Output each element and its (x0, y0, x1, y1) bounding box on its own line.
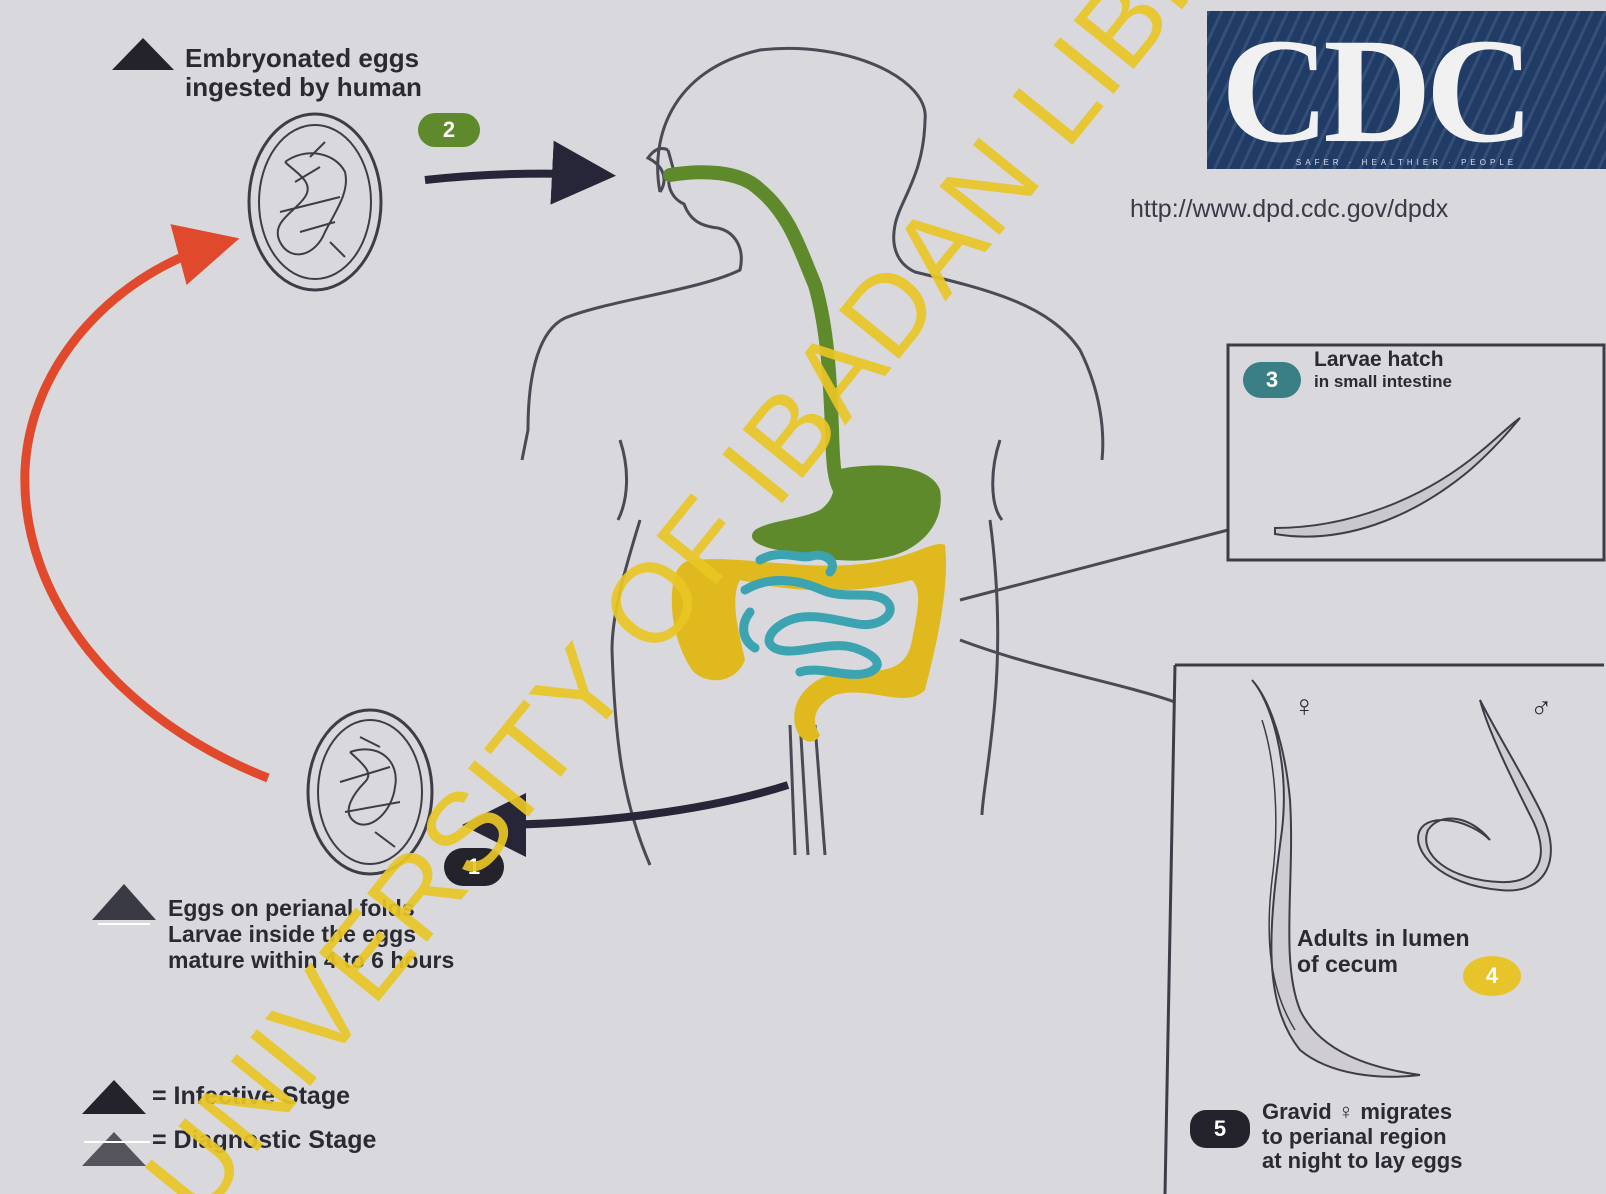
step-2-badge: 2 (418, 113, 480, 147)
step-ingested-line-1: Embryonated eggs (185, 44, 422, 73)
step-gravid-line-2: to perianal region (1262, 1125, 1462, 1150)
infective-stage-marker-top (112, 38, 174, 70)
cdc-tagline: SAFER · HEALTHIER · PEOPLE (1207, 158, 1606, 167)
step-larvae-line-1: Larvae hatch (1314, 348, 1452, 372)
inset-pointer-lines (960, 530, 1228, 702)
step-5-badge: 5 (1190, 1110, 1250, 1148)
step-gravid-line-1: Gravid ♀ migrates (1262, 1100, 1462, 1125)
step-ingested-line-2: ingested by human (185, 73, 422, 102)
ingestion-arrow (425, 174, 600, 180)
step-gravid-label: Gravid ♀ migrates to perianal region at … (1262, 1100, 1462, 1174)
male-symbol: ♂ (1530, 692, 1553, 726)
step-3-badge: 3 (1243, 362, 1301, 398)
step-gravid-line-3: at night to lay eggs (1262, 1149, 1462, 1174)
female-symbol: ♀ (1293, 690, 1316, 724)
cdc-logo: CDC SAFER · HEALTHIER · PEOPLE (1207, 11, 1606, 169)
step-adults-label: Adults in lumen of cecum (1297, 926, 1470, 978)
cdc-url[interactable]: http://www.dpd.cdc.gov/dpdx (1130, 195, 1448, 224)
step-larvae-line-2: in small intestine (1314, 372, 1452, 391)
step-larvae-label: Larvae hatch in small intestine (1314, 348, 1452, 391)
step-adults-line-1: Adults in lumen (1297, 926, 1470, 952)
legend-infective-marker (82, 1080, 146, 1114)
step-adults-line-2: of cecum (1297, 952, 1470, 978)
female-worm-icon (1252, 680, 1420, 1077)
diagnostic-stage-marker-egg (92, 884, 156, 924)
step-4-badge: 4 (1463, 956, 1521, 996)
larva-icon (1275, 418, 1520, 537)
autoinfection-arrow (25, 243, 268, 778)
step-ingested-label: Embryonated eggs ingested by human (185, 44, 422, 102)
cdc-letters: CDC (1221, 11, 1528, 169)
male-worm-icon (1418, 700, 1551, 890)
embryonated-egg-icon (249, 114, 381, 290)
